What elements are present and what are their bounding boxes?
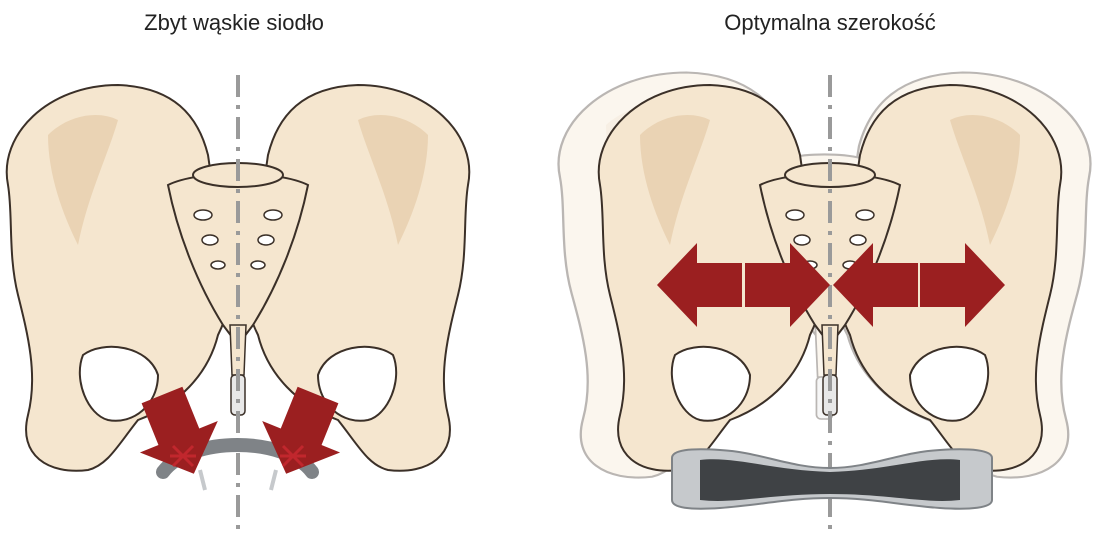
left-saddle-rail-left (200, 470, 205, 490)
left-saddle-rail-right (271, 470, 276, 490)
